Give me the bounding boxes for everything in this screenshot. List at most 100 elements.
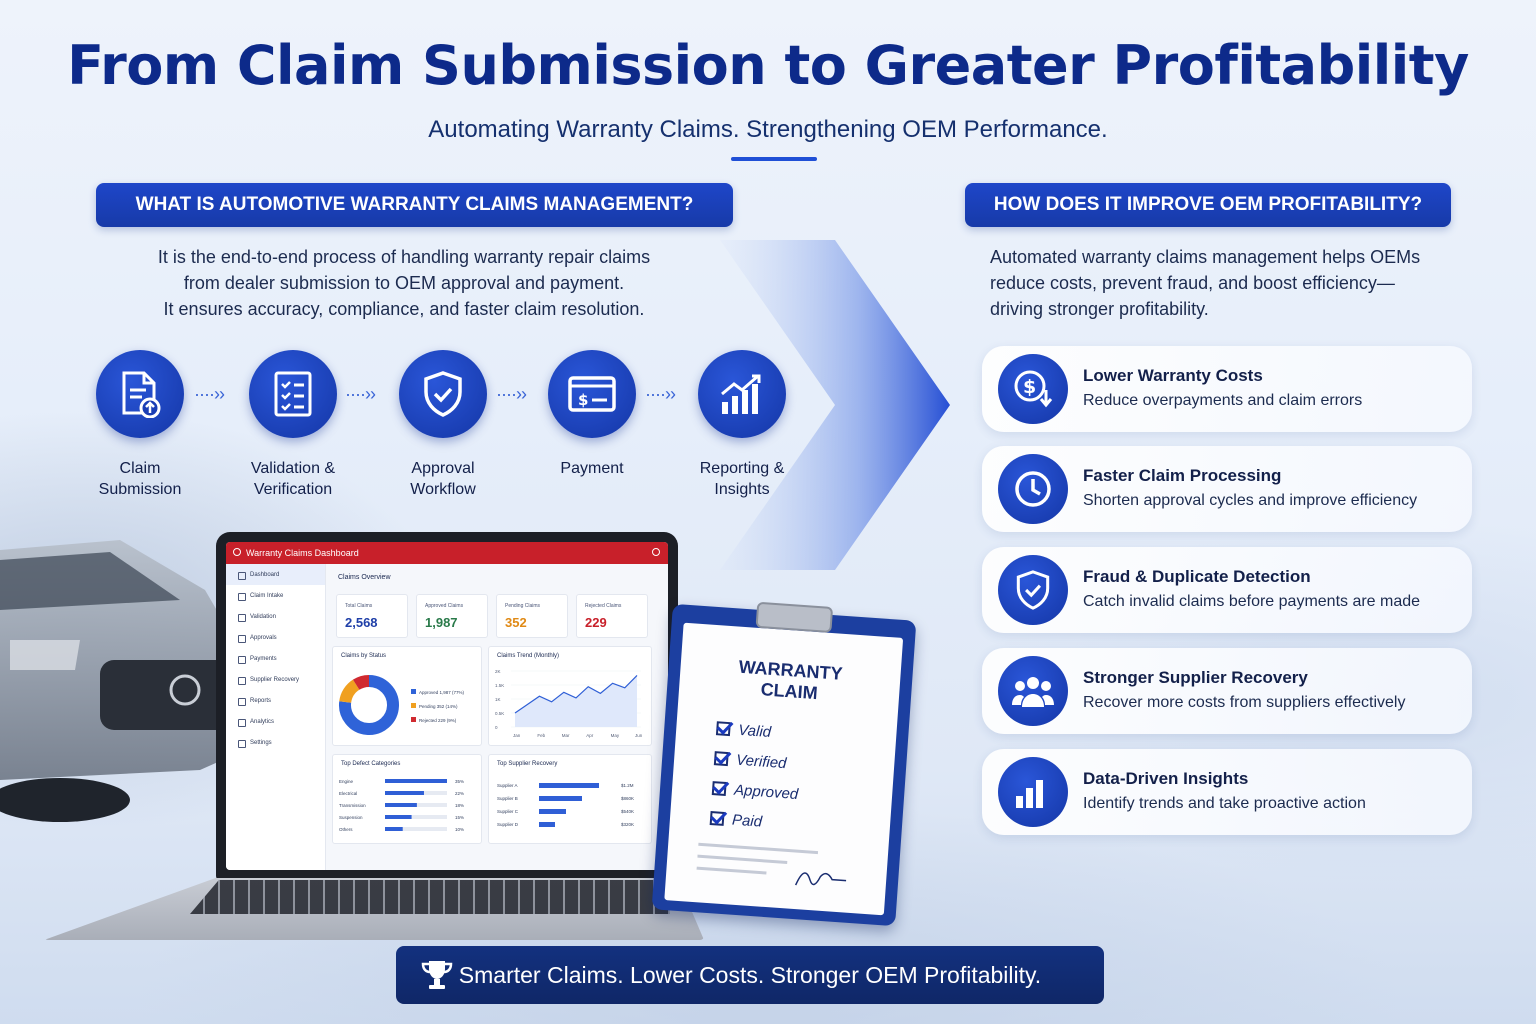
supplier-label: Supplier B bbox=[497, 796, 518, 801]
benefit-subtitle: Catch invalid claims before payments are… bbox=[1083, 593, 1421, 610]
users-icon bbox=[998, 656, 1068, 726]
payment-card-icon: $ bbox=[548, 350, 636, 438]
defect-panel-title: Top Defect Categories bbox=[341, 761, 401, 767]
checkbox-checked-icon bbox=[713, 751, 729, 767]
sidebar-item-supplier-recovery[interactable]: Supplier Recovery bbox=[226, 669, 325, 690]
kpi-value: 352 bbox=[505, 615, 527, 630]
sidebar-item-validation[interactable]: Validation bbox=[226, 606, 325, 627]
defect-bar-track bbox=[385, 815, 447, 819]
right-desc-line: reduce costs, prevent fraud, and boost e… bbox=[990, 273, 1395, 293]
clock-icon bbox=[998, 454, 1068, 524]
supplier-bar bbox=[539, 822, 555, 827]
step-label: Reporting &Insights bbox=[699, 460, 785, 498]
benefit-card-supplier-recovery: Stronger Supplier Recovery Recover more … bbox=[982, 648, 1472, 734]
shield-check-icon bbox=[399, 350, 487, 438]
legend-swatch bbox=[411, 717, 416, 722]
donut-slice bbox=[339, 675, 399, 735]
benefit-card-insights: Data-Driven Insights Identify trends and… bbox=[982, 749, 1472, 835]
benefit-subtitle: Shorten approval cycles and improve effi… bbox=[1083, 492, 1418, 509]
x-tick-label: Jan bbox=[513, 733, 521, 738]
laptop-keyboard bbox=[190, 880, 670, 914]
x-tick-label: Feb bbox=[537, 733, 545, 738]
kpi-approved: Approved Claims 1,987 bbox=[416, 594, 488, 638]
defect-bar bbox=[385, 779, 447, 783]
dotted-arrow-icon: ····›› bbox=[645, 384, 676, 404]
bar-chart-icon bbox=[998, 757, 1068, 827]
dollar-down-icon: $ bbox=[998, 354, 1068, 424]
defect-label: Others bbox=[339, 827, 353, 832]
defect-bar bbox=[385, 791, 424, 795]
step-payment: $ Payment bbox=[522, 350, 662, 479]
supplier-label: Supplier C bbox=[497, 809, 519, 814]
left-desc-line: It is the end-to-end process of handling… bbox=[157, 247, 651, 267]
dashboard-sidebar: Dashboard Claim Intake Validation Approv… bbox=[226, 564, 326, 870]
checkbox-checked-icon bbox=[709, 810, 725, 826]
right-description: Automated warranty claims management hel… bbox=[990, 244, 1460, 322]
defect-pct: 35% bbox=[455, 779, 464, 784]
x-tick-label: Mar bbox=[562, 733, 570, 738]
benefit-title: Faster Claim Processing bbox=[1083, 466, 1282, 485]
trend-line bbox=[514, 675, 638, 714]
defect-label: Electrical bbox=[339, 791, 357, 796]
sidebar-item-dashboard[interactable]: Dashboard bbox=[226, 564, 325, 585]
legend-label: Approved 1,987 (77%) bbox=[419, 690, 465, 695]
benefit-title: Lower Warranty Costs bbox=[1083, 366, 1263, 385]
trophy-icon bbox=[421, 961, 453, 989]
kpi-label: Total Claims bbox=[345, 603, 373, 609]
sidebar-item-payments[interactable]: Payments bbox=[226, 648, 325, 669]
dashboard-titlebar: Warranty Claims Dashboard bbox=[226, 542, 668, 564]
right-desc-line: driving stronger profitability. bbox=[990, 299, 1209, 319]
x-tick-label: May bbox=[611, 733, 620, 738]
benefit-title: Stronger Supplier Recovery bbox=[1083, 668, 1308, 687]
x-tick-label: Jun bbox=[635, 733, 643, 738]
clipboard-clip bbox=[755, 601, 834, 633]
kpi-total: Total Claims 2,568 bbox=[336, 594, 408, 638]
legend-swatch bbox=[411, 689, 416, 694]
power-icon[interactable] bbox=[652, 548, 660, 556]
defect-bar bbox=[385, 803, 417, 807]
sidebar-item-analytics[interactable]: Analytics bbox=[226, 711, 325, 732]
supplier-bar bbox=[539, 809, 566, 814]
checkbox-checked-icon bbox=[715, 721, 731, 737]
supplier-bar bbox=[539, 796, 582, 801]
tagline-text: Smarter Claims. Lower Costs. Stronger OE… bbox=[458, 961, 1042, 988]
document-upload-icon bbox=[96, 350, 184, 438]
supplier-bar bbox=[539, 783, 599, 788]
laptop: Warranty Claims Dashboard Dashboard Clai… bbox=[216, 532, 678, 880]
sidebar-item-claim-intake[interactable]: Claim Intake bbox=[226, 585, 325, 606]
sidebar-item-reports[interactable]: Reports bbox=[226, 690, 325, 711]
kpi-value: 229 bbox=[585, 615, 607, 630]
defect-pct: 10% bbox=[455, 827, 464, 832]
legend-label: Pending 352 (14%) bbox=[419, 704, 458, 709]
defect-pct: 18% bbox=[455, 803, 464, 808]
benefit-title: Data-Driven Insights bbox=[1083, 769, 1249, 788]
y-tick-label: 0 bbox=[495, 725, 498, 730]
logo-icon bbox=[233, 548, 241, 556]
benefit-subtitle: Reduce overpayments and claim errors bbox=[1083, 392, 1363, 409]
trend-panel-title: Claims Trend (Monthly) bbox=[497, 653, 560, 659]
sidebar-item-approvals[interactable]: Approvals bbox=[226, 627, 325, 648]
sidebar-item-settings[interactable]: Settings bbox=[226, 732, 325, 753]
defect-bar bbox=[385, 827, 403, 831]
supplier-amount: $540K bbox=[621, 809, 634, 814]
checkbox-checked-icon bbox=[711, 781, 727, 797]
donut-slice bbox=[352, 675, 370, 691]
benefit-card-faster-processing: Faster Claim Processing Shorten approval… bbox=[982, 446, 1472, 532]
defect-label: Suspension bbox=[339, 815, 363, 820]
car-image bbox=[0, 540, 245, 822]
defect-label: Transmission bbox=[339, 803, 366, 808]
benefit-card-fraud-detection: Fraud & Duplicate Detection Catch invali… bbox=[982, 547, 1472, 633]
step-label: Payment bbox=[560, 460, 624, 477]
dashboard-main: Claims Overview Total Claims 2,568 Appro… bbox=[328, 564, 668, 870]
kpi-value: 1,987 bbox=[425, 615, 458, 630]
defect-pct: 15% bbox=[455, 815, 464, 820]
dashboard-title: Warranty Claims Dashboard bbox=[246, 548, 359, 558]
